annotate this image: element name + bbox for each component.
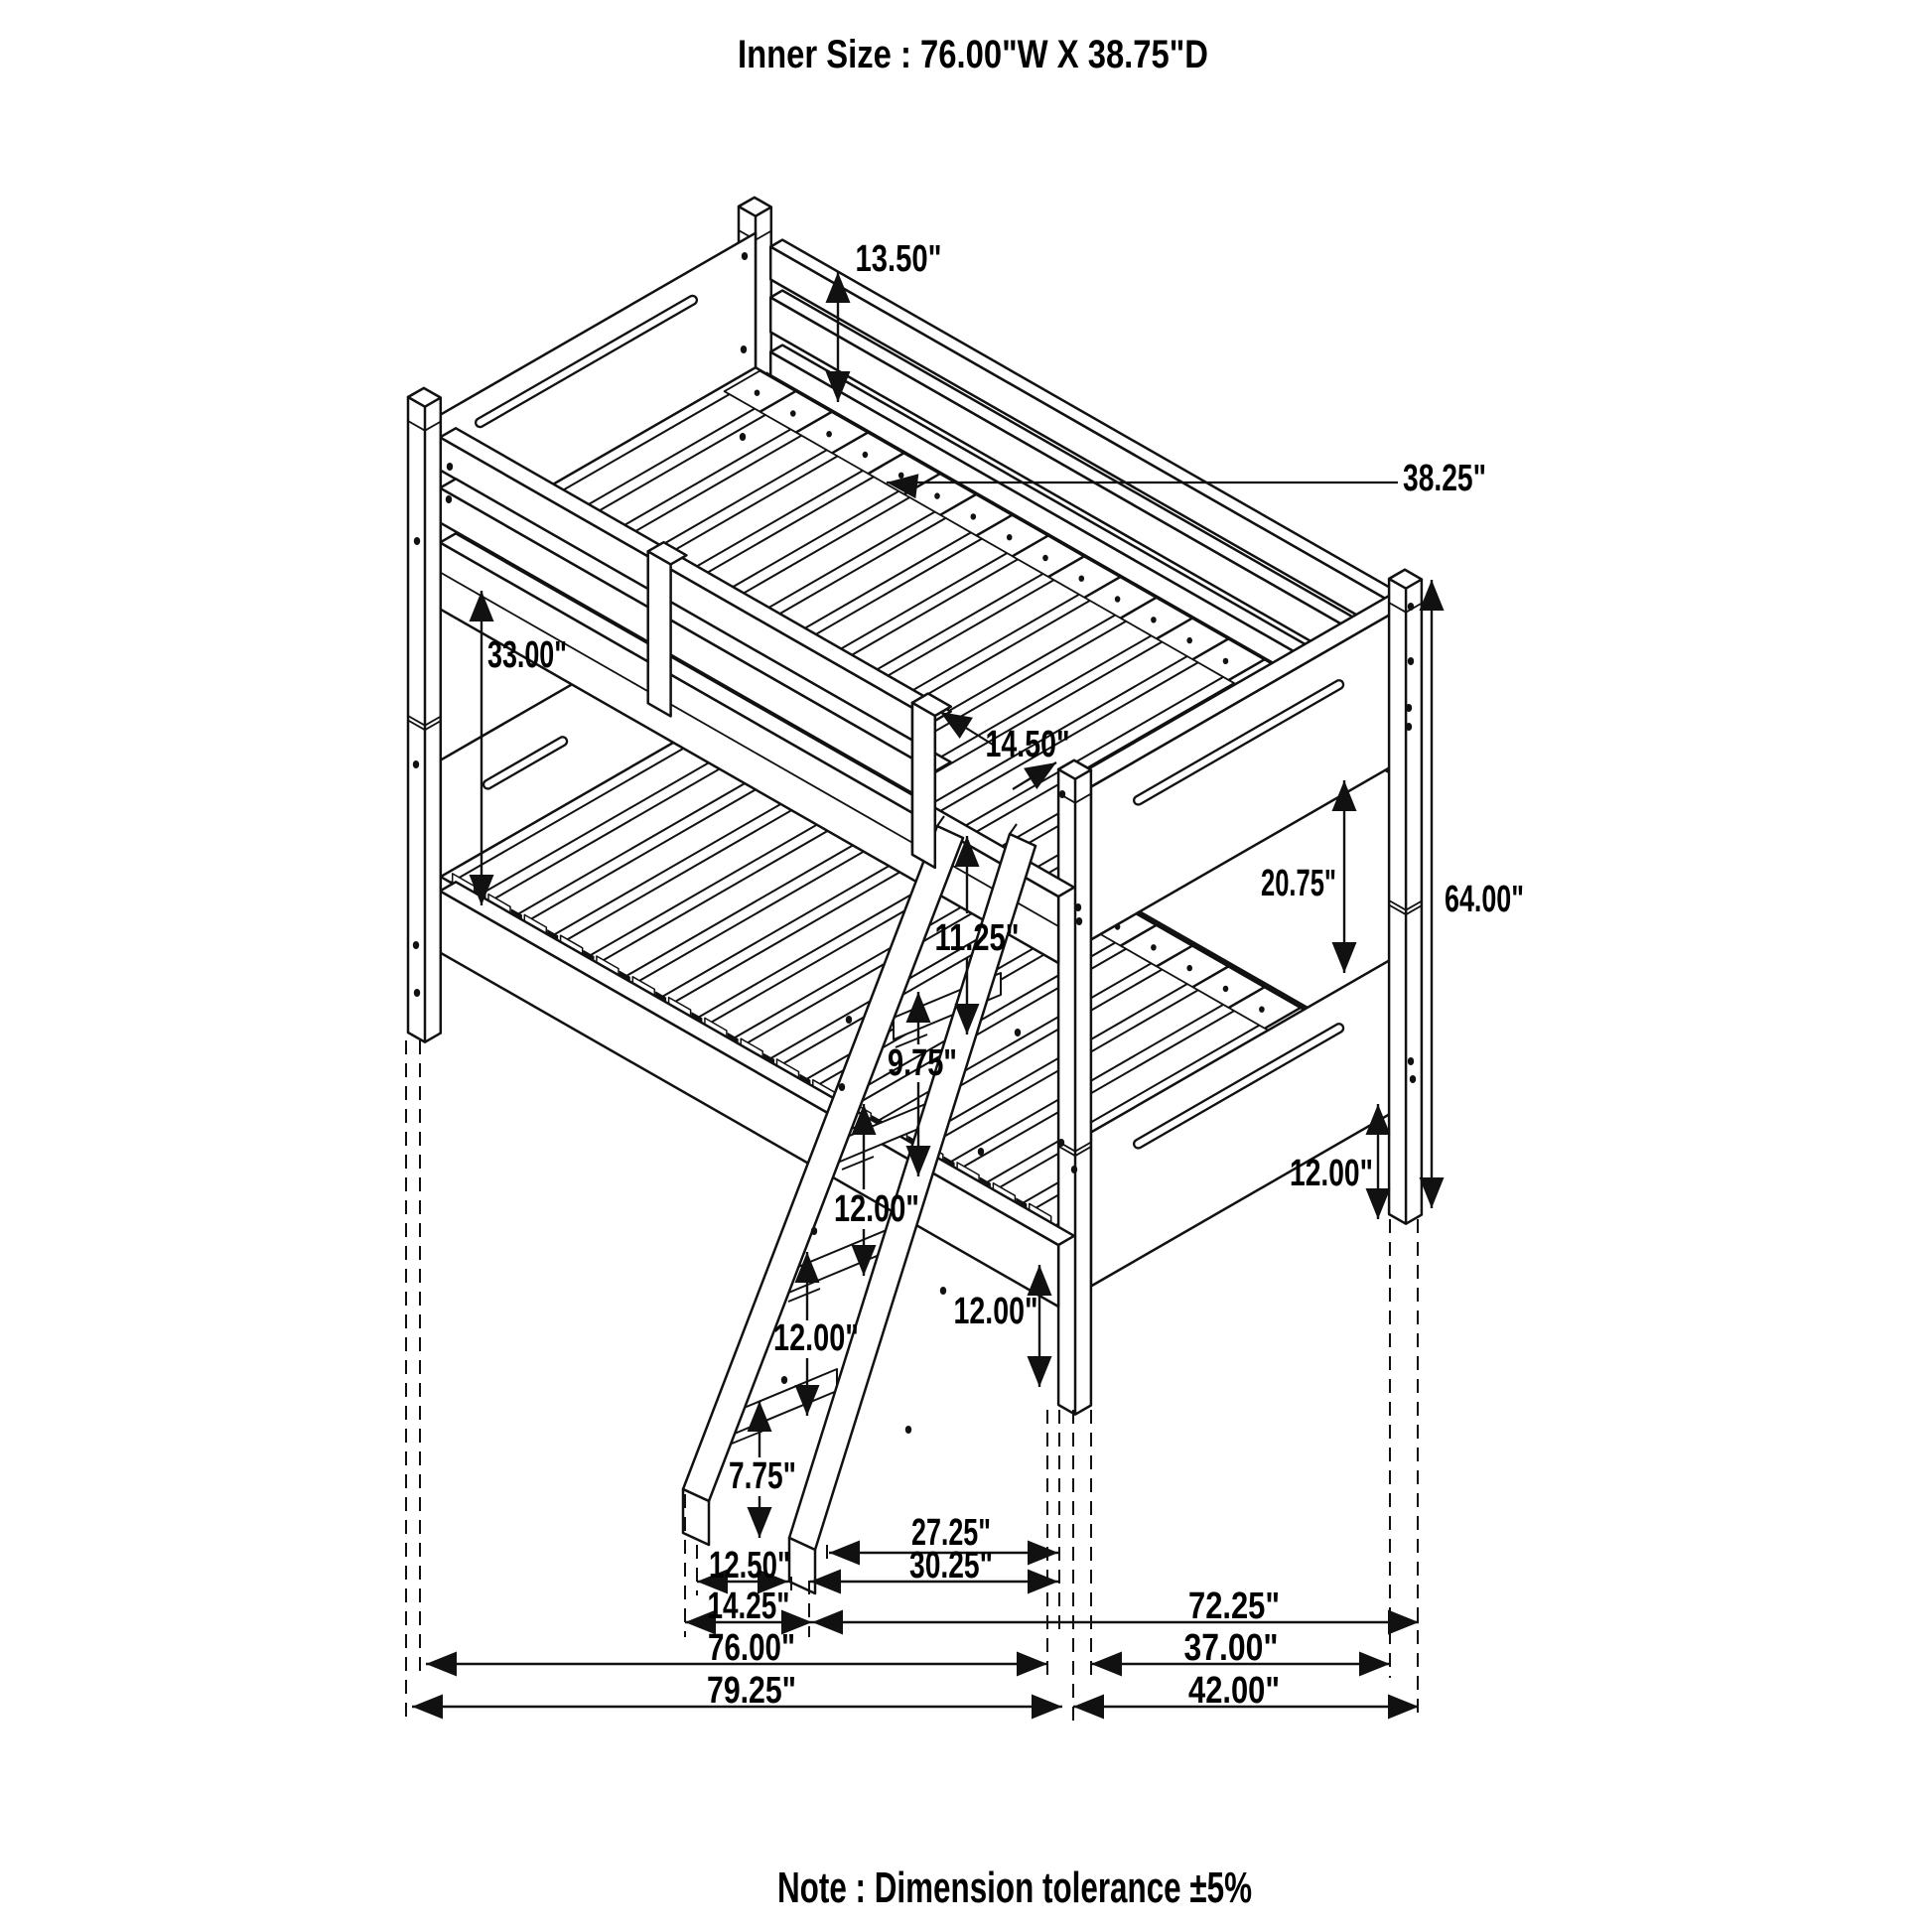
svg-text:13.50": 13.50" — [856, 238, 942, 280]
svg-text:Inner Size : 76.00"W X 38.75"D: Inner Size : 76.00"W X 38.75"D — [738, 33, 1208, 76]
svg-text:33.00": 33.00" — [487, 634, 567, 676]
svg-text:12.00": 12.00" — [954, 1291, 1038, 1332]
svg-text:9.75": 9.75" — [888, 1042, 957, 1084]
svg-text:12.00": 12.00" — [1290, 1153, 1373, 1194]
svg-text:Note : Dimension tolerance ±5%: Note : Dimension tolerance ±5% — [777, 1863, 1252, 1912]
svg-text:42.00": 42.00" — [1188, 1670, 1280, 1712]
svg-text:38.25": 38.25" — [1403, 458, 1486, 499]
svg-text:12.00": 12.00" — [834, 1188, 919, 1230]
svg-text:12.00": 12.00" — [773, 1317, 859, 1359]
svg-text:14.25": 14.25" — [708, 1586, 790, 1627]
svg-text:11.25": 11.25" — [935, 917, 1020, 959]
svg-text:27.25": 27.25" — [911, 1512, 991, 1554]
svg-text:79.25": 79.25" — [707, 1670, 796, 1712]
svg-text:7.75": 7.75" — [729, 1455, 796, 1497]
svg-text:72.25": 72.25" — [1188, 1586, 1280, 1627]
svg-text:30.25": 30.25" — [909, 1545, 993, 1587]
svg-text:76.00": 76.00" — [708, 1627, 795, 1669]
svg-text:20.75": 20.75" — [1261, 863, 1336, 904]
svg-text:37.00": 37.00" — [1184, 1627, 1279, 1669]
svg-text:64.00": 64.00" — [1445, 879, 1524, 920]
svg-text:14.50": 14.50" — [986, 724, 1070, 765]
svg-text:12.50": 12.50" — [709, 1545, 790, 1587]
